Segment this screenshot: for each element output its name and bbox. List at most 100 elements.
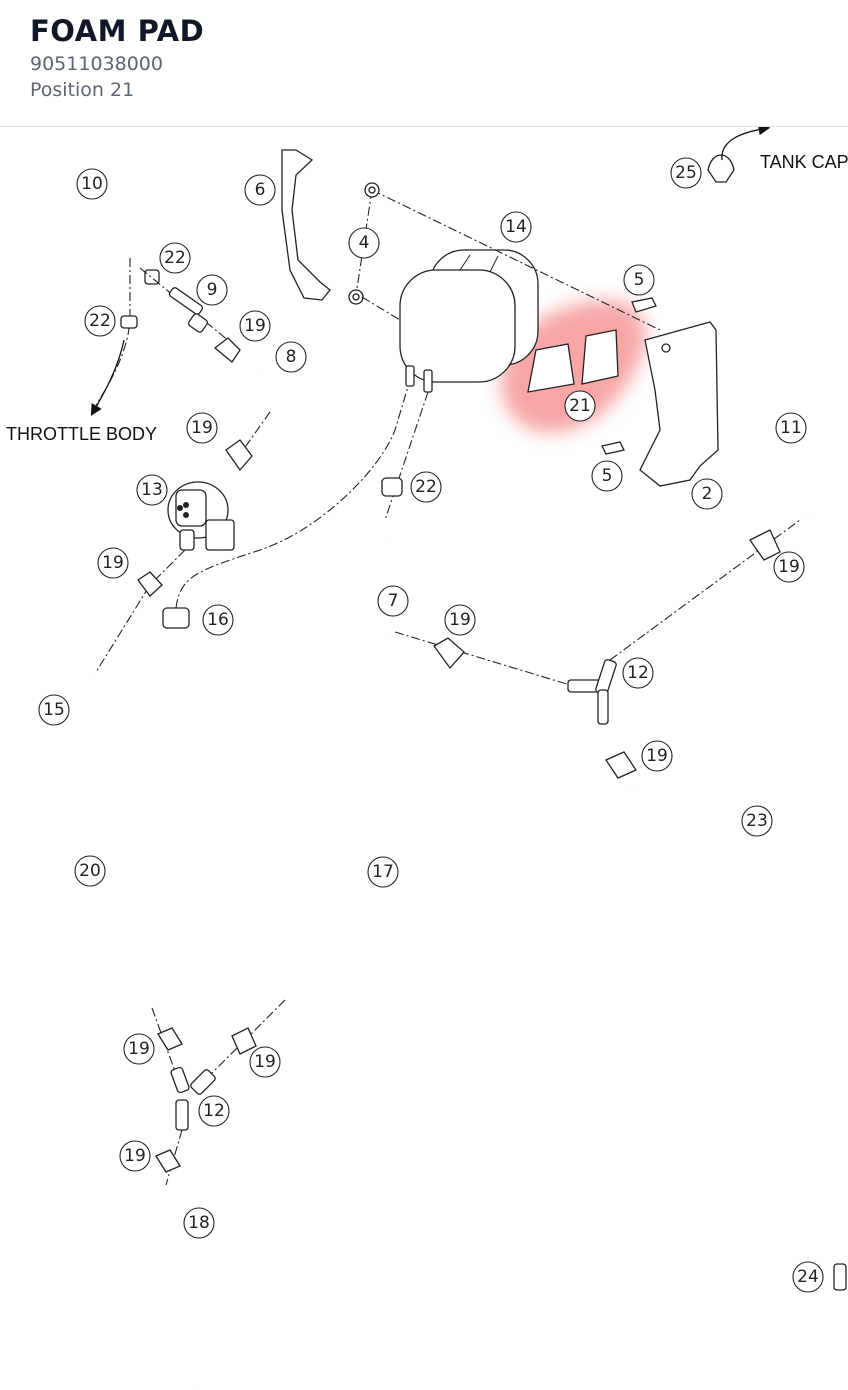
- part-header: FOAM PAD 90511038000 Position 21: [0, 0, 848, 127]
- svg-text:19: 19: [449, 610, 471, 630]
- clamp-19e: [749, 529, 781, 561]
- callout-16[interactable]: 16: [202, 604, 234, 636]
- tee-12b: [170, 1066, 216, 1131]
- svg-text:6: 6: [255, 180, 266, 200]
- callout-4[interactable]: 4: [348, 227, 380, 259]
- callout-6[interactable]: 6: [244, 174, 276, 206]
- clamp-19a: [213, 337, 241, 363]
- part-number: 90511038000: [30, 53, 163, 75]
- part-title: FOAM PAD: [30, 14, 205, 48]
- svg-text:11: 11: [780, 418, 802, 438]
- svg-text:10: 10: [81, 174, 103, 194]
- callout-9[interactable]: 9: [196, 274, 228, 306]
- callout-14[interactable]: 14: [500, 211, 532, 243]
- callout-20[interactable]: 20: [74, 855, 106, 887]
- callout-10[interactable]: 10: [76, 168, 108, 200]
- arrow-tank-cap: [721, 127, 771, 161]
- clamp-19f: [605, 751, 637, 779]
- callout-12[interactable]: 12: [198, 1095, 230, 1127]
- callout-7[interactable]: 7: [377, 585, 409, 617]
- callout-19[interactable]: 19: [119, 1140, 151, 1172]
- svg-text:15: 15: [43, 700, 65, 720]
- svg-text:4: 4: [359, 233, 370, 253]
- tee-12a: [567, 659, 617, 725]
- foam-pads-21: [527, 329, 619, 393]
- svg-text:19: 19: [254, 1052, 276, 1072]
- svg-text:5: 5: [634, 270, 645, 290]
- svg-text:13: 13: [141, 480, 163, 500]
- callout-22[interactable]: 22: [159, 242, 191, 274]
- callout-5[interactable]: 5: [591, 460, 623, 492]
- svg-text:18: 18: [188, 1213, 210, 1233]
- clamp-22c: [381, 477, 403, 497]
- callout-19[interactable]: 19: [249, 1046, 281, 1078]
- callout-19[interactable]: 19: [186, 412, 218, 444]
- svg-text:12: 12: [627, 663, 649, 683]
- callout-11[interactable]: 11: [775, 412, 807, 444]
- part-position: Position 21: [30, 79, 135, 101]
- fitting-9: [168, 287, 209, 333]
- callout-5[interactable]: 5: [623, 264, 655, 296]
- callout-19[interactable]: 19: [444, 604, 476, 636]
- callout-2[interactable]: 2: [691, 478, 723, 510]
- screw-4a: [364, 182, 380, 198]
- svg-text:19: 19: [128, 1039, 150, 1059]
- callout-25[interactable]: 25: [670, 157, 702, 189]
- canister-14: [399, 249, 539, 393]
- svg-text:17: 17: [372, 862, 394, 882]
- cap-25: [707, 154, 735, 183]
- hose-10: [92, 181, 148, 262]
- hose-8: [254, 364, 293, 420]
- callout-19[interactable]: 19: [641, 740, 673, 772]
- svg-text:9: 9: [207, 280, 218, 300]
- svg-text:19: 19: [102, 553, 124, 573]
- svg-text:19: 19: [646, 746, 668, 766]
- hose-20: [8, 751, 158, 1012]
- svg-text:23: 23: [746, 811, 768, 831]
- callout-8[interactable]: 8: [275, 341, 307, 373]
- label-tank-cap: TANK CAP: [760, 152, 848, 172]
- hose-17: [279, 758, 471, 1005]
- svg-text:19: 19: [244, 316, 266, 336]
- svg-text:7: 7: [388, 591, 399, 611]
- clamp-19g: [157, 1027, 183, 1051]
- arrow-throttle-body: [90, 339, 125, 417]
- svg-text:12: 12: [203, 1101, 225, 1121]
- clamp-19b: [225, 439, 253, 472]
- callout-19[interactable]: 19: [123, 1033, 155, 1065]
- svg-text:2: 2: [702, 484, 713, 504]
- clip-5b: [601, 441, 625, 455]
- hose-11: [715, 199, 846, 524]
- callout-17[interactable]: 17: [367, 856, 399, 888]
- callout-19[interactable]: 19: [239, 310, 271, 342]
- svg-text:21: 21: [569, 396, 591, 416]
- svg-text:16: 16: [207, 610, 229, 630]
- svg-text:20: 20: [79, 861, 101, 881]
- hose-18: [154, 1189, 228, 1387]
- svg-text:8: 8: [286, 347, 297, 367]
- screw-4b: [348, 289, 364, 305]
- callout-21[interactable]: 21: [564, 390, 596, 422]
- clamp-19d: [433, 637, 465, 670]
- hose-23: [625, 787, 838, 1239]
- svg-text:19: 19: [778, 557, 800, 577]
- callout-19[interactable]: 19: [97, 547, 129, 579]
- valve-13: [167, 481, 235, 551]
- label-throttle-body: THROTTLE BODY: [6, 424, 157, 444]
- svg-text:14: 14: [505, 217, 527, 237]
- callout-15[interactable]: 15: [38, 694, 70, 726]
- callout-22[interactable]: 22: [410, 471, 442, 503]
- clamp-16: [162, 607, 190, 629]
- callout-24[interactable]: 24: [792, 1261, 824, 1293]
- callout-18[interactable]: 18: [183, 1207, 215, 1239]
- svg-text:5: 5: [602, 466, 613, 486]
- hose-7: [353, 537, 392, 640]
- callout-19[interactable]: 19: [773, 551, 805, 583]
- callout-22[interactable]: 22: [84, 305, 116, 337]
- callout-12[interactable]: 12: [622, 657, 654, 689]
- callout-13[interactable]: 13: [136, 474, 168, 506]
- svg-text:19: 19: [191, 418, 213, 438]
- callout-23[interactable]: 23: [741, 805, 773, 837]
- svg-text:22: 22: [164, 248, 186, 268]
- clamp-19c: [137, 571, 163, 597]
